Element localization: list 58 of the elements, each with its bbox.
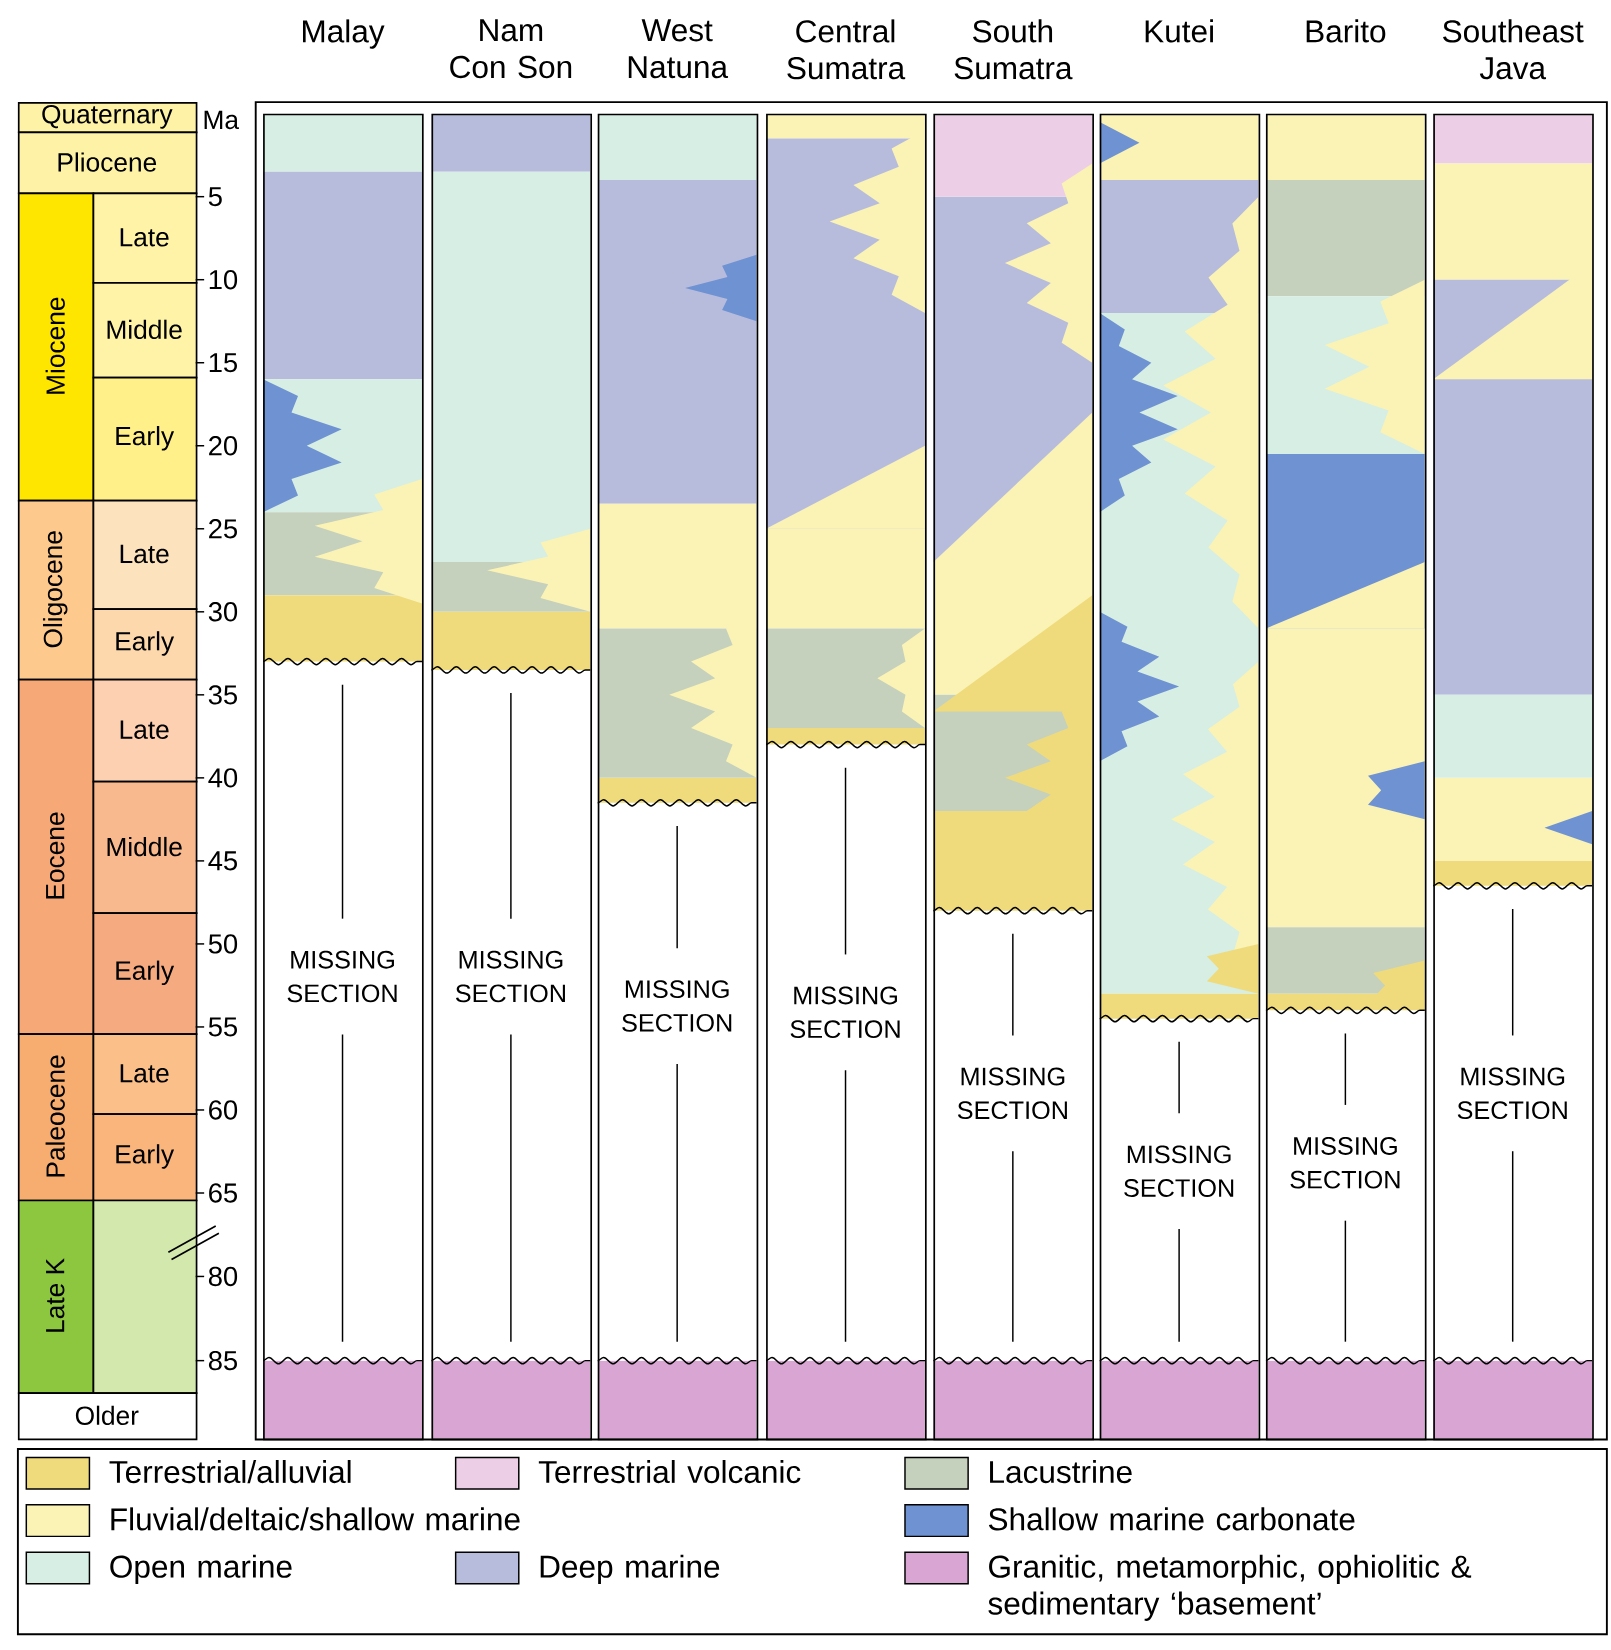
timescale-cell: Middle <box>92 282 198 379</box>
column-heading: Central Sumatra <box>787 19 906 80</box>
column-heading: Malay <box>302 19 385 49</box>
timescale-cell: Late <box>92 192 198 284</box>
column-heading: Barito <box>1306 19 1386 43</box>
timescale-cell: Early <box>92 608 198 681</box>
age-label: 65 <box>209 1183 237 1203</box>
age-label: 60 <box>209 1100 238 1120</box>
age-label: 15 <box>209 353 237 373</box>
column-heading: Southeast Java <box>1443 19 1584 80</box>
age-label: 30 <box>208 602 238 622</box>
legend-label: Fluvial/deltaic/shallow marine <box>111 1507 520 1531</box>
timescale-cell: Older <box>17 1392 198 1441</box>
column-heading: South Sumatra <box>954 19 1073 80</box>
timescale-cell: Late <box>92 499 198 610</box>
timescale-cell: Late <box>92 1033 198 1116</box>
legend-label: Terrestrial volcanic <box>538 1459 801 1484</box>
missing-section-label: MISSING SECTION <box>287 950 397 1003</box>
timescale-cell: Late <box>92 678 198 783</box>
missing-section-label: MISSING SECTION <box>622 980 732 1032</box>
age-label: 10 <box>209 270 238 290</box>
missing-section-label: MISSING SECTION <box>1290 1137 1400 1189</box>
column-heading: Nam Con Son <box>450 19 572 79</box>
timescale-cell: Early <box>92 912 198 1036</box>
age-label: 55 <box>208 1017 237 1037</box>
age-label: 25 <box>209 519 237 539</box>
missing-section-label: MISSING SECTION <box>957 1067 1067 1120</box>
timescale-cell: Paleocene <box>17 1033 95 1202</box>
timescale-cell: Oligocene <box>17 499 95 681</box>
legend-label: Shallow marine carbonate <box>988 1507 1355 1531</box>
timescale-cell: Eocene <box>17 678 95 1036</box>
unit-label: Ma <box>204 110 239 130</box>
missing-section-label: MISSING SECTION <box>1457 1067 1567 1120</box>
timescale-cell: Early <box>92 376 198 502</box>
timescale-cell: Early <box>92 1113 198 1202</box>
legend-label: Granitic, metamorphic, ophiolitic & sedimentary ‘basement’ <box>988 1554 1472 1621</box>
timescale-cell: Quaternary <box>17 102 198 134</box>
legend-label: Terrestrial/alluvial <box>109 1459 351 1484</box>
missing-section-label: MISSING SECTION <box>790 986 900 1039</box>
age-label: 85 <box>208 1350 237 1371</box>
column-heading: Kutei <box>1145 19 1213 43</box>
age-label: 20 <box>209 436 238 456</box>
age-label: 50 <box>208 934 238 954</box>
age-label: 40 <box>208 768 238 788</box>
timescale-cell: Late K <box>17 1199 95 1394</box>
age-label: 45 <box>208 851 237 871</box>
legend-label: Lacustrine <box>990 1459 1132 1484</box>
age-label: 80 <box>208 1266 238 1287</box>
legend-label: Deep marine <box>540 1554 720 1585</box>
age-label: 5 <box>208 187 222 207</box>
timescale-cell: Miocene <box>17 192 95 502</box>
column-heading: West Natuna <box>628 19 728 79</box>
age-label: 35 <box>208 685 237 705</box>
timescale-cell: Middle <box>92 780 198 915</box>
missing-section-label: MISSING SECTION <box>455 950 565 1003</box>
timescale-cell <box>92 1199 198 1394</box>
missing-section-label: MISSING SECTION <box>1124 1145 1234 1197</box>
legend-label: Open marine <box>110 1554 292 1585</box>
